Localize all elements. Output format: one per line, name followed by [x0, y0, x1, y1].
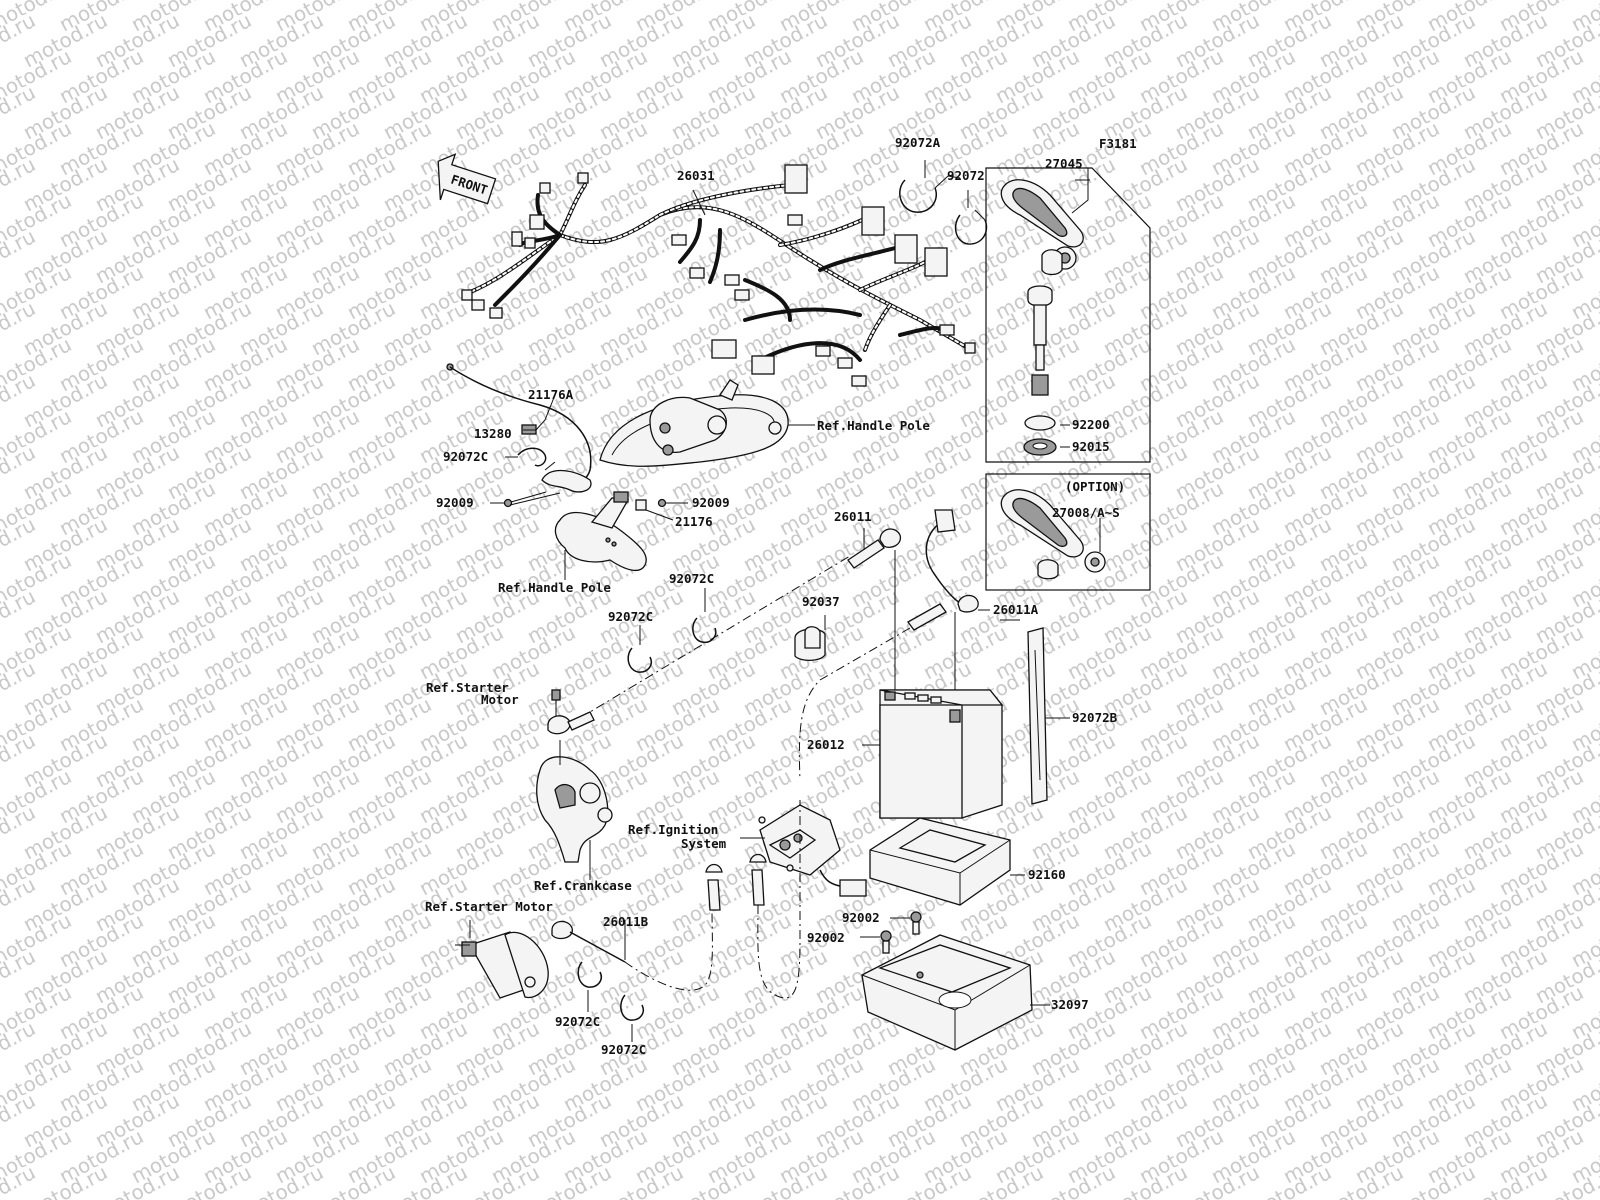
- bolt-92002-upper: [890, 911, 922, 935]
- callout-label: System: [681, 836, 727, 851]
- callout-label: 92009: [436, 495, 474, 510]
- screw-92009-right: [657, 498, 688, 508]
- callout-label: 92072C: [555, 1014, 600, 1029]
- bolt-92002-lower: [860, 930, 892, 954]
- figure-code: F3181: [1099, 136, 1137, 151]
- callout-label: 92072B: [1072, 710, 1118, 725]
- callout-label: 92072C: [443, 449, 488, 464]
- callout-label: 21176A: [528, 387, 574, 402]
- callout-label: 92072A: [895, 135, 941, 150]
- battery-case-32097: [861, 934, 1050, 1051]
- cable-26011A: [798, 509, 990, 781]
- callout-label: Ref.Starter: [426, 680, 509, 695]
- callout-label: 92072C: [608, 609, 653, 624]
- callout-label: Motor: [481, 692, 519, 707]
- clamp-92072C-mid-right: [692, 588, 717, 644]
- callout-label: 26012: [807, 737, 845, 752]
- starter-motor: [455, 920, 549, 999]
- battery-tray-92160: [869, 817, 1025, 906]
- screw-92009-left: [490, 491, 561, 508]
- callout-label: 92200: [1072, 417, 1110, 432]
- callout-label: 13280: [474, 426, 512, 441]
- clamp-92072C-mid-left: [627, 625, 652, 673]
- option-label: (OPTION): [1065, 479, 1125, 494]
- callout-label: 26011A: [993, 602, 1039, 617]
- clamp-92072A: [899, 160, 961, 213]
- handle-pole-bracket: [554, 491, 674, 580]
- callout-label: Ref.Handle Pole: [817, 418, 930, 433]
- callout-label: Ref.Ignition: [628, 822, 718, 837]
- callout-label: 26031: [677, 168, 715, 183]
- strap-92072B: [1027, 627, 1070, 805]
- callout-label: Ref.Crankcase: [534, 878, 632, 893]
- callout-label: 92002: [842, 910, 880, 925]
- main-harness: [461, 164, 976, 387]
- crankcase-ref: [536, 740, 613, 880]
- callout-label: 92015: [1072, 439, 1110, 454]
- callout-label: Ref.Starter Motor: [425, 899, 553, 914]
- option-key-switch: [985, 473, 1151, 591]
- callout-label: 92037: [802, 594, 840, 609]
- callout-label: 26011: [834, 509, 872, 524]
- battery-26012: [862, 689, 1004, 819]
- callout-label: Ref.Handle Pole: [498, 580, 611, 595]
- cable-26011B: [551, 800, 801, 999]
- callout-label: 92002: [807, 930, 845, 945]
- clamp-92072: [954, 190, 988, 245]
- handle-pole-ref: [599, 379, 815, 467]
- callout-label: 92160: [1028, 867, 1066, 882]
- key-switch-group: [985, 167, 1151, 463]
- front-arrow: FRONT: [437, 153, 497, 205]
- callout-label: 92072: [947, 168, 985, 183]
- callout-label: 26011B: [603, 914, 649, 929]
- callout-label: 92072C: [601, 1042, 646, 1057]
- leader-lines: [544, 179, 1090, 621]
- callout-label: 92009: [692, 495, 730, 510]
- callout-label: 27045: [1045, 156, 1083, 171]
- callout-label: 32097: [1051, 997, 1089, 1012]
- callout-label: 92072C: [669, 571, 714, 586]
- callout-label: 27008/A~S: [1052, 505, 1120, 520]
- starter-terminal: [547, 689, 595, 735]
- clamp-92072C-upper: [505, 447, 592, 493]
- terminal-cover-92037: [794, 615, 826, 662]
- clamp-92072C-bottom-left: [577, 961, 602, 1012]
- clamp-92072C-bottom-right: [620, 994, 644, 1042]
- callout-label: 21176: [675, 514, 713, 529]
